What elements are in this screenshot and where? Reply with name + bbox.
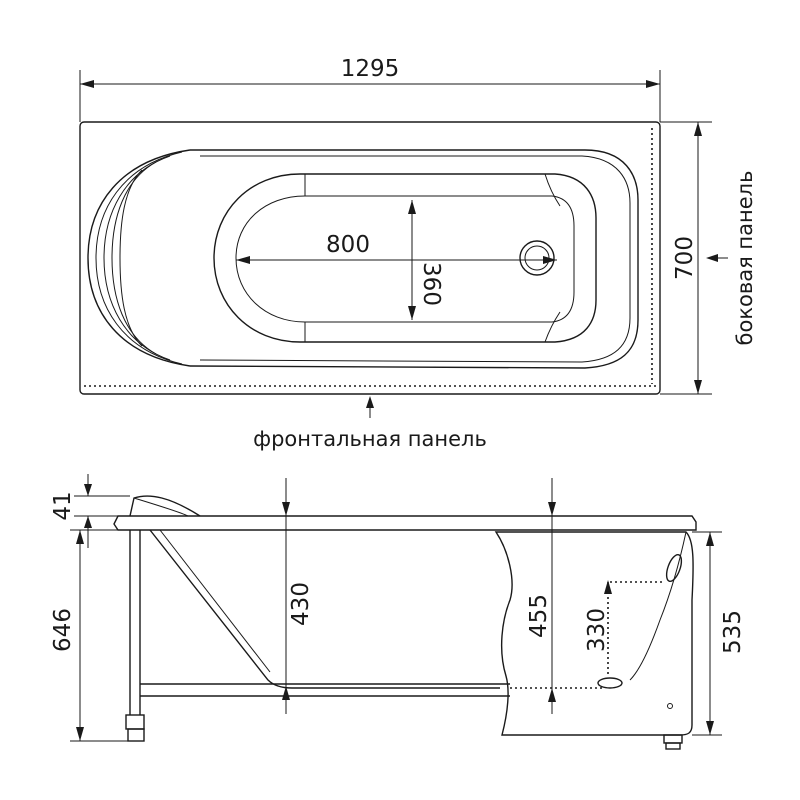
rim-height-value: 41 — [50, 491, 76, 520]
width-value: 700 — [672, 236, 698, 280]
depth-deep-value: 455 — [526, 594, 552, 638]
bowl-floor — [235, 195, 575, 323]
headrest-curves — [87, 149, 191, 367]
depth-deep-dimension: 455 — [526, 478, 556, 714]
depth-shallow-dimension: 430 — [282, 478, 314, 714]
length-dimension: 1295 — [79, 56, 661, 122]
overflow-height-dimension: 330 — [584, 580, 612, 652]
total-height-value: 646 — [50, 608, 76, 652]
front-panel-cutaway — [494, 531, 694, 736]
inner-bowl-outline — [213, 173, 597, 343]
rim-height-dimension: 41 — [50, 474, 130, 548]
tub-body — [149, 529, 500, 689]
side-panel-pointer: боковая панель — [706, 171, 757, 346]
inner-width-value: 360 — [418, 262, 444, 306]
side-panel-label: боковая панель — [733, 171, 757, 346]
total-height-dimension: 646 — [50, 529, 128, 742]
tub-rim — [113, 515, 697, 531]
front-panel-label: фронтальная панель — [253, 427, 487, 451]
top-view: 1295 — [79, 56, 757, 451]
support-frame — [125, 530, 510, 742]
front-panel-pointer: фронтальная панель — [253, 396, 487, 451]
panel-height-dimension: 535 — [692, 531, 746, 736]
inner-length-value: 800 — [326, 232, 370, 258]
inner-width-dimension: 360 — [408, 200, 444, 320]
basin-outline — [189, 149, 639, 369]
tub-outer-rim — [79, 121, 661, 395]
length-value: 1295 — [341, 56, 400, 82]
overflow-height-value: 330 — [584, 608, 610, 652]
side-view: 41 646 430 455 330 — [50, 474, 746, 750]
inner-length-dimension: 800 — [236, 232, 557, 264]
depth-shallow-value: 430 — [288, 582, 314, 626]
width-dimension: 700 — [660, 121, 712, 395]
panel-height-value: 535 — [720, 610, 746, 654]
